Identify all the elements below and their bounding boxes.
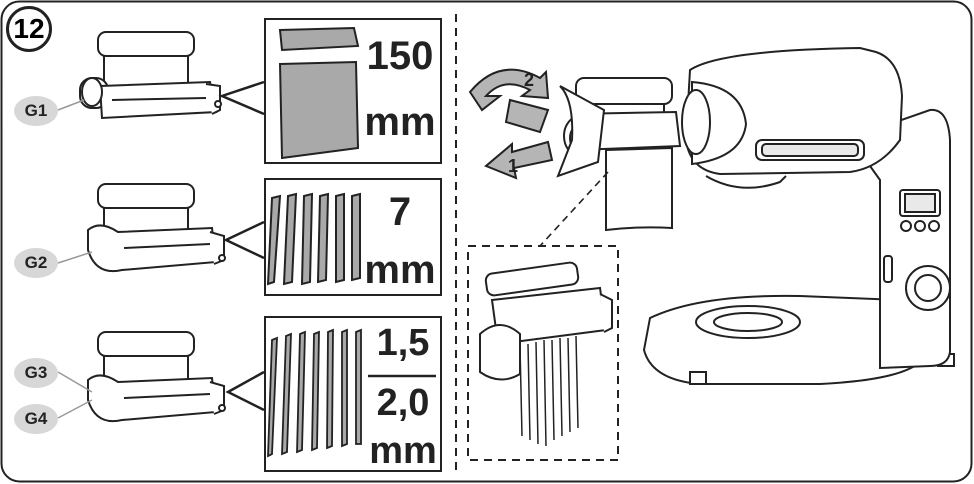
pasta-cutter-icon [479, 261, 613, 447]
wide-noodles-icon [266, 192, 361, 286]
pasta-sheet-icon [278, 26, 360, 160]
label-g2-badge: G2 [14, 248, 58, 278]
label-g3-badge: G3 [14, 358, 58, 388]
size-value-g4: 2,0 [376, 382, 430, 424]
roller-g2-icon [87, 183, 226, 272]
size-unit-g1: mm [364, 100, 436, 144]
size-unit-g2: mm [364, 248, 436, 292]
size-value-g2: 7 [388, 190, 412, 234]
arrow-step-2-label: 2 [524, 70, 535, 90]
label-g1-badge: G1 [14, 96, 58, 126]
callout-box-g2: 7 mm [264, 178, 442, 296]
size-value-g3: 1,5 [376, 322, 430, 364]
thin-noodles-icon [267, 328, 362, 458]
callout-box-g1: 150 mm [264, 18, 442, 164]
size-unit-g3-g4: mm [369, 430, 437, 472]
detail-box [467, 245, 619, 461]
step-number: 12 [6, 6, 52, 52]
roller-g3-g4-icon [87, 331, 226, 422]
callout-box-g3-g4: 1,5 2,0 mm [264, 316, 442, 472]
label-g4-badge: G4 [14, 404, 58, 434]
arrow-icon [468, 68, 554, 180]
roller-g1-icon [79, 31, 222, 120]
arrow-step-1-label: 1 [508, 156, 519, 176]
size-value-g1: 150 [366, 34, 434, 78]
stand-mixer-icon [556, 46, 955, 385]
